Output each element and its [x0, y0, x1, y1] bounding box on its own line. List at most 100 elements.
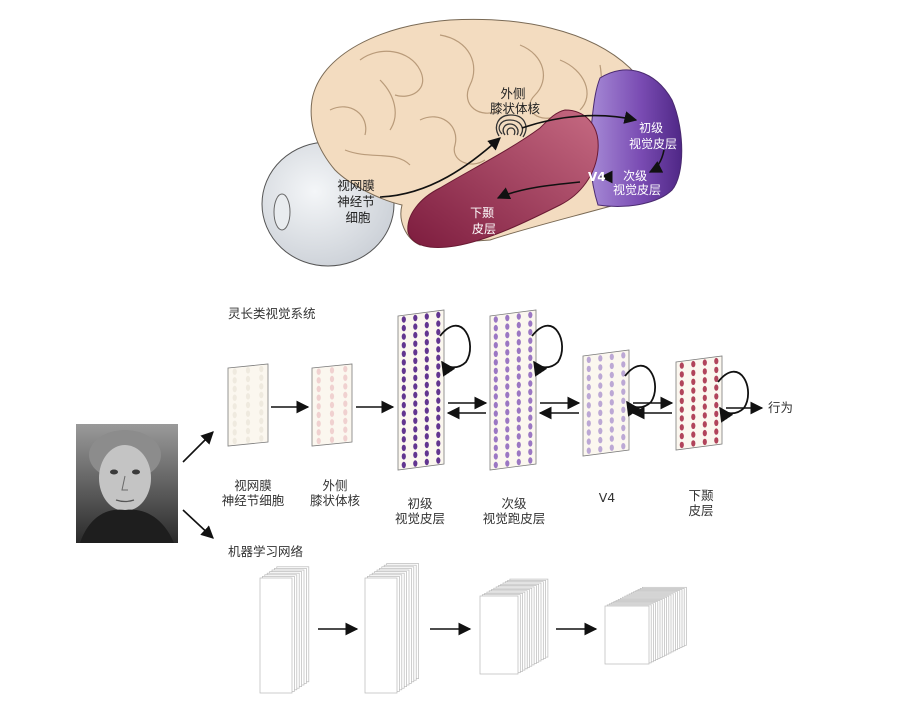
stage-dot: [329, 419, 335, 426]
stage-dot: [691, 422, 696, 429]
stage-dot: [232, 368, 237, 375]
stage-dot: [586, 420, 591, 427]
stage-dot: [516, 390, 521, 397]
stage-dot: [598, 355, 603, 362]
stage-dot: [516, 407, 521, 414]
stage-dot: [714, 410, 719, 418]
stage-dot: [609, 399, 614, 406]
stage-dot: [493, 384, 498, 392]
stage-dot: [401, 324, 406, 332]
brain-label-v4: V4: [588, 170, 606, 184]
stage-dot: [493, 401, 498, 409]
stage-dot: [413, 426, 418, 433]
stage-dot: [401, 444, 406, 452]
stage-dot: [436, 388, 441, 396]
stage-dot: [424, 339, 429, 346]
stage-dot: [424, 441, 429, 449]
stage-dot: [401, 453, 406, 460]
stage-dot: [413, 331, 418, 339]
stage-dot: [232, 429, 237, 436]
arrow-lgn-to-v1: [521, 111, 638, 129]
stage-dot: [493, 453, 498, 460]
stage-dot: [424, 458, 429, 466]
stage-dot: [424, 398, 429, 406]
stage-dot: [528, 328, 533, 336]
stage-dot: [329, 367, 335, 374]
stage-dot: [259, 383, 264, 390]
stage-dot: [493, 376, 498, 383]
stage-dot: [505, 374, 510, 382]
stage-dot: [609, 417, 614, 424]
stage-dot: [702, 368, 707, 375]
stage-dot: [493, 359, 498, 366]
arrow-v1-to-v2: [648, 149, 665, 173]
stage-dot: [413, 349, 418, 356]
stage-dot: [401, 333, 406, 340]
stage-dot: [621, 415, 626, 423]
stage-dot: [679, 406, 684, 413]
stage-dot: [528, 397, 533, 404]
stage-dot: [516, 330, 521, 337]
stage-dot: [259, 391, 264, 399]
stage-dot: [245, 384, 251, 391]
stage-dot: [505, 443, 510, 450]
stage-dot: [493, 393, 498, 400]
stage-dot: [714, 419, 719, 426]
stage-dot: [621, 406, 626, 413]
stage-dot: [424, 347, 429, 354]
stage-dot: [413, 408, 418, 416]
stage-dot: [621, 397, 626, 404]
stage-dot: [714, 366, 719, 374]
stage-dot: [343, 426, 348, 433]
stage-dot: [516, 398, 521, 406]
stage-dot: [679, 362, 684, 369]
stage-dot: [329, 393, 335, 400]
stage-dot: [259, 365, 264, 373]
stage-dot: [436, 363, 441, 370]
stage-dot: [621, 370, 626, 377]
stage-dot: [401, 410, 406, 417]
stage-dot: [245, 419, 251, 426]
stage-dot: [343, 409, 348, 416]
ml-title: 机器学习网络: [228, 544, 304, 559]
stage-dot: [401, 316, 406, 323]
stage-dot: [679, 388, 684, 396]
stage-dot: [586, 374, 591, 382]
stage-grid-3: [489, 309, 563, 471]
stage-dot: [598, 446, 603, 453]
stage-dot: [232, 377, 237, 384]
stage-dot: [401, 461, 406, 469]
stage-dot: [232, 420, 237, 427]
stage-dot: [702, 359, 707, 366]
stage-dot: [436, 320, 441, 327]
stage-dot: [586, 402, 591, 409]
arrow-rgc-to-lgn: [379, 137, 501, 198]
stage-dot: [413, 374, 418, 382]
stage-dot: [621, 433, 626, 441]
primate-output-label: 行为: [768, 400, 793, 415]
stage-dot: [424, 433, 429, 440]
stage-dot: [343, 435, 348, 442]
stage-dot: [528, 311, 533, 319]
stage-dot: [516, 313, 521, 320]
stage-dot: [329, 410, 335, 417]
stage-dot: [413, 460, 418, 467]
stage-dot: [598, 427, 603, 435]
stage-dot: [329, 436, 335, 443]
stage-dot: [413, 314, 418, 322]
brain-illustration: 视网膜 神经节 细胞 外侧 膝状体核 初级 视觉皮层 V4 次级 视觉皮层 下颞…: [261, 18, 683, 267]
stage-dot: [598, 364, 603, 371]
stage-dot: [714, 357, 719, 365]
stage-dot: [401, 419, 406, 426]
stage-dot: [516, 364, 521, 372]
stage-dot: [702, 421, 707, 428]
stage-dot: [598, 418, 603, 426]
ml-layer-stack-1: [364, 563, 419, 694]
recurrent-loop-arrow: [717, 370, 749, 423]
stage-dot: [316, 429, 321, 436]
stage-dot: [691, 440, 696, 447]
stage-dot: [691, 404, 696, 412]
stage-dot: [343, 417, 348, 425]
stage-dot: [316, 377, 321, 384]
stage-dot: [505, 314, 510, 322]
